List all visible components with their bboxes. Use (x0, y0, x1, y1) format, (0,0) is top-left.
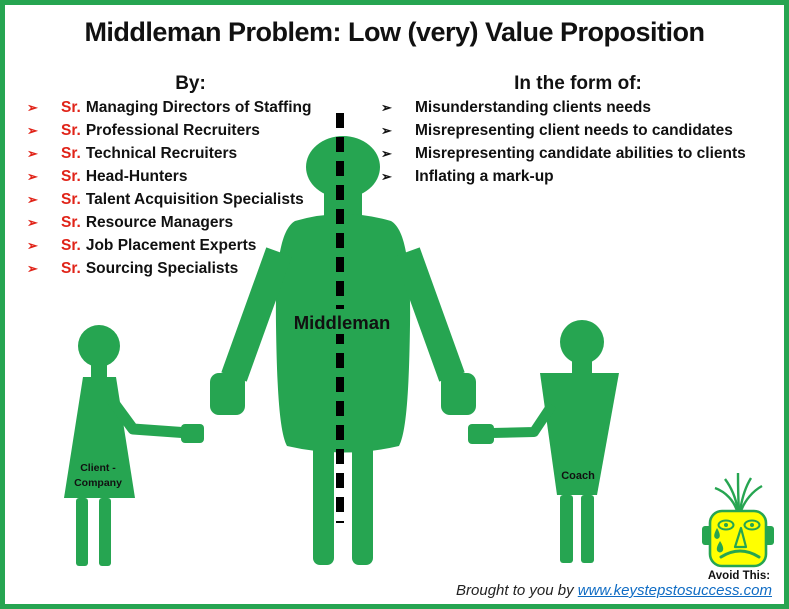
sad-mouth (719, 549, 761, 559)
middleman-right-hand (441, 373, 476, 415)
list-item-label: Misrepresenting candidate abilities to c… (415, 145, 746, 162)
list-item: ➢ Sr.Job Placement Experts (23, 237, 358, 260)
tear-drop (716, 541, 724, 553)
list-item-label: Professional Recruiters (85, 122, 260, 139)
avoid-this-face-icon: Avoid This: (702, 472, 774, 582)
list-item-label: Head-Hunters (85, 168, 188, 185)
client-hand (181, 424, 204, 443)
list-item-label: Inflating a mark-up (415, 168, 554, 185)
list-item: ➢ Sr.Managing Directors of Staffing (23, 99, 358, 122)
arrow-bullet-icon: ➢ (27, 100, 38, 115)
sr-prefix: Sr. (61, 237, 81, 254)
list-item-label: Resource Managers (85, 214, 234, 231)
list-item-label: Misunderstanding clients needs (415, 99, 651, 116)
sr-prefix: Sr. (61, 99, 81, 116)
tear-drop (714, 528, 720, 539)
list-item-label: Technical Recruiters (85, 145, 238, 162)
in-the-form-of-list: In the form of: ➢ Misunderstanding client… (373, 71, 783, 191)
sr-prefix: Sr. (61, 122, 81, 139)
website-link[interactable]: www.keystepstosuccess.com (577, 582, 772, 599)
coach-label: Coach (561, 470, 595, 482)
list-item-label: Job Placement Experts (85, 237, 257, 254)
client-label: Client - (80, 462, 116, 474)
coach-figure: Coach (468, 320, 619, 563)
list-item: ➢ Inflating a mark-up (373, 168, 783, 191)
hair-icon (714, 472, 763, 512)
diagram-canvas: Client - Company Coach Middleman (64, 113, 774, 582)
list-item: ➢ Sr.Talent Acquisition Specialists (23, 191, 358, 214)
coach-body (540, 373, 619, 495)
coach-head (560, 320, 604, 364)
page-title: Middleman Problem: Low (very) Value Prop… (84, 17, 705, 47)
sr-prefix: Sr. (61, 168, 81, 185)
list-item: ➢ Misrepresenting candidate abilities to … (373, 145, 783, 168)
middleman-left-leg (313, 437, 334, 565)
client-figure: Client - Company (64, 325, 204, 566)
list-item: ➢ Misrepresenting client needs to candida… (373, 122, 783, 145)
arrow-bullet-icon: ➢ (27, 169, 38, 184)
list-item-label: Managing Directors of Staffing (85, 99, 312, 116)
arrow-bullet-icon: ➢ (381, 100, 392, 115)
arrow-bullet-icon: ➢ (381, 169, 392, 184)
by-list: By: ➢Sr.Managing Directors of Staffing ➢… (23, 71, 358, 283)
coach-hand (468, 424, 494, 444)
arrow-bullet-icon: ➢ (27, 238, 38, 253)
list-item: ➢ Sr.Resource Managers (23, 214, 358, 237)
sr-prefix: Sr. (61, 145, 81, 162)
list-item-label: Sourcing Specialists (85, 260, 239, 277)
arrow-bullet-icon: ➢ (27, 215, 38, 230)
sr-prefix: Sr. (61, 214, 81, 231)
client-head (78, 325, 120, 367)
nose (733, 526, 748, 549)
arrow-bullet-icon: ➢ (381, 123, 392, 138)
avoid-this-label: Avoid This: (708, 570, 770, 582)
footer-credit: Brought to you by www.keystepstosuccess.… (456, 582, 772, 599)
in-the-form-of-header: In the form of: (514, 73, 642, 94)
list-item: ➢ Misunderstanding clients needs (373, 99, 783, 122)
list-item-label: Misrepresenting client needs to candidat… (415, 122, 733, 139)
sr-prefix: Sr. (61, 191, 81, 208)
list-item: ➢ Sr.Head-Hunters (23, 168, 358, 191)
list-item-label: Talent Acquisition Specialists (85, 191, 304, 208)
footer-text: Brought to you by (456, 582, 578, 599)
arrow-bullet-icon: ➢ (27, 123, 38, 138)
client-label: Company (74, 477, 122, 489)
list-item: ➢ Sr.Sourcing Specialists (23, 260, 358, 283)
list-item: ➢ Sr.Professional Recruiters (23, 122, 358, 145)
sr-prefix: Sr. (61, 260, 81, 277)
middleman-left-hand (210, 373, 245, 415)
arrow-bullet-icon: ➢ (381, 146, 392, 161)
list-item: ➢ Sr.Technical Recruiters (23, 145, 358, 168)
middleman-right-leg (352, 437, 373, 565)
arrow-bullet-icon: ➢ (27, 261, 38, 276)
by-list-header: By: (175, 73, 206, 94)
arrow-bullet-icon: ➢ (27, 192, 38, 207)
middleman-label: Middleman (294, 312, 391, 333)
arrow-bullet-icon: ➢ (27, 146, 38, 161)
